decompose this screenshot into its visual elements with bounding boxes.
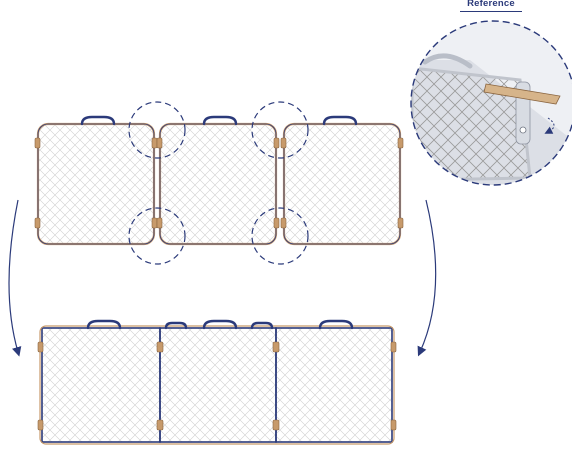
top-panel-2: [158, 122, 278, 246]
top-panel-1: [36, 122, 156, 246]
connector-clip-icon: [34, 137, 404, 229]
curved-arrow-icon: [8, 199, 437, 357]
reference-label: Reference: [467, 0, 515, 9]
bottom-panel-row: [39, 325, 395, 445]
bottom-clips: [37, 341, 397, 431]
reference-underline: [460, 11, 522, 12]
carry-handle-icon: [80, 115, 358, 126]
reference-zoom: [410, 20, 572, 186]
top-panel-3: [282, 122, 402, 246]
bottom-handles: [86, 319, 354, 330]
dashed-circle-icon: [128, 101, 309, 265]
